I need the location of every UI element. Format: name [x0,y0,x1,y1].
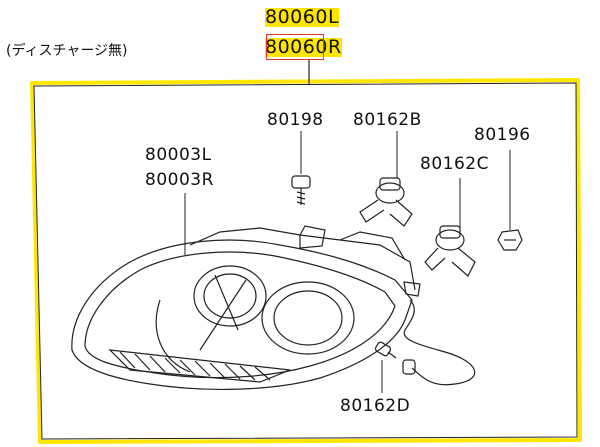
bulb-b-part [359,177,413,227]
headlamp-body [71,225,476,391]
lamp-right-label: 80003R [145,170,214,190]
discharge-note: (ディスチャージ無) [6,43,128,59]
assembly-right-label: 80060R [265,36,342,58]
assembly-left-label: 80060L [265,6,340,28]
bulb-c-part [424,225,476,277]
assembly-outline [30,78,582,444]
screw-part [291,175,311,205]
bulb-c-label: 80162C [420,154,489,174]
bulb-b-label: 80162B [353,110,422,130]
bulb-d-label: 80162D [340,396,411,416]
screw-label: 80198 [267,110,324,130]
bulb-d-part [374,341,397,359]
cap-label: 80196 [474,125,531,145]
assembly-right-mark [266,34,324,60]
lamp-left-label: 80003L [145,145,212,165]
cap-part [497,229,523,251]
